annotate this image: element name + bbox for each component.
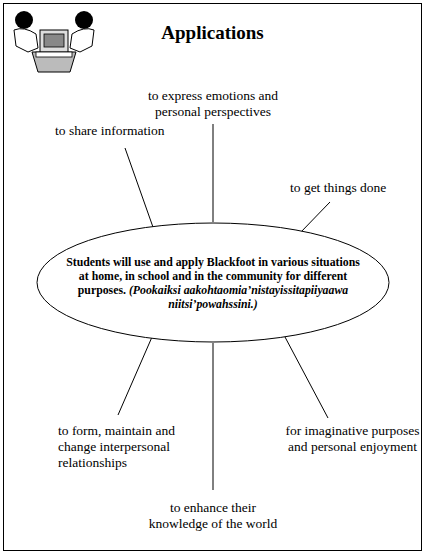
diagram-title: Applications [100, 22, 325, 44]
leader-line [125, 148, 154, 230]
leader-line [118, 337, 152, 415]
outer-frame [4, 4, 422, 551]
application-label: to form, maintain and change interperson… [58, 423, 198, 471]
goal-ellipse: Students will use and apply Blackfoot in… [36, 222, 390, 343]
application-label: for imaginative purposes and personal en… [285, 423, 420, 455]
leader-line [213, 343, 214, 490]
application-label: to express emotions and personal perspec… [133, 88, 293, 120]
application-label: to share information [55, 123, 165, 139]
application-label: to enhance their knowledge of the world [143, 500, 283, 532]
computer-users-icon [14, 11, 94, 72]
application-label: to get things done [290, 180, 410, 196]
leader-line [213, 124, 214, 222]
leader-line [300, 202, 330, 233]
blackfoot-translation: (Pookaiksi aakohtaomia’nistayissitapiiya… [129, 283, 348, 311]
leader-line [285, 337, 328, 418]
ellipse-content: Students will use and apply Blackfoot in… [36, 222, 390, 343]
ellipse-shape [37, 223, 389, 342]
ellipse-text: Students will use and apply Blackfoot in… [63, 255, 363, 311]
